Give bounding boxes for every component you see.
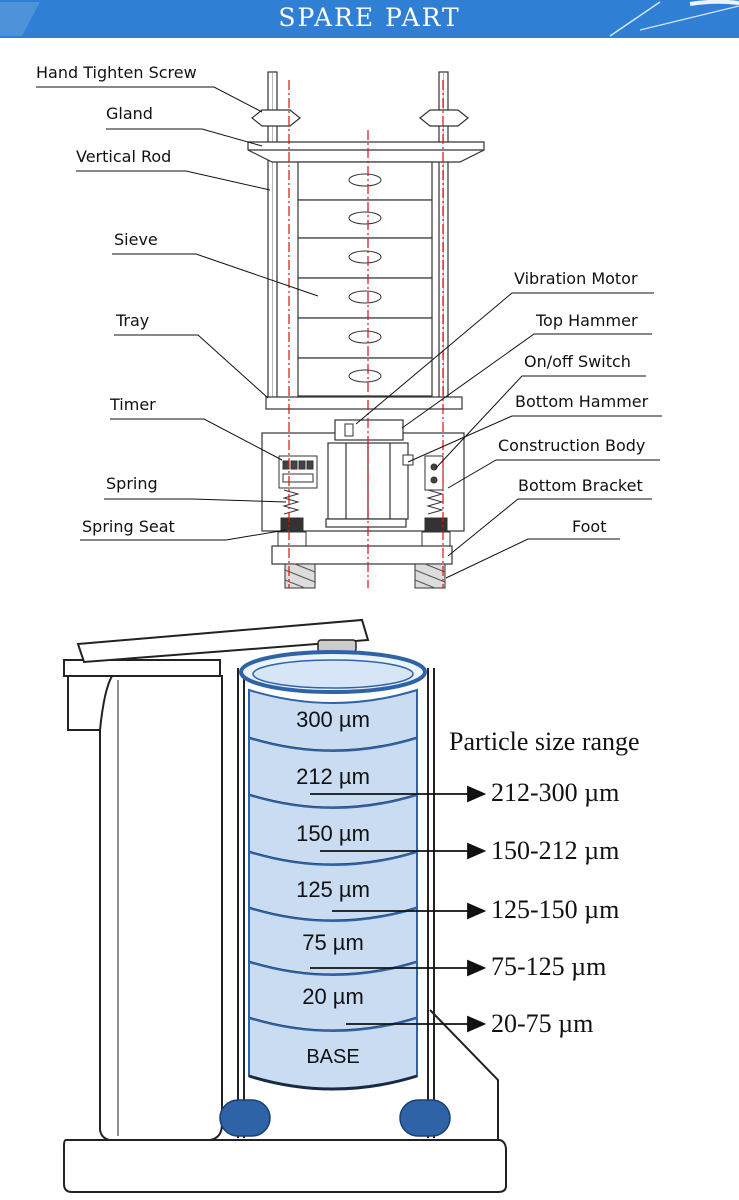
sieve-label: 212 µm	[296, 764, 370, 789]
banner-title: SPARE PART	[278, 3, 461, 32]
sieve-label: 300 µm	[296, 707, 370, 732]
range-label: 75-125 µm	[491, 952, 607, 981]
label-timer: Timer	[110, 395, 156, 414]
range-label: 125-150 µm	[491, 895, 620, 924]
label-construction-body: Construction Body	[498, 436, 646, 455]
sieve-layers	[248, 688, 418, 1091]
spring-seats	[277, 517, 451, 547]
label-bottom-hammer: Bottom Hammer	[515, 392, 649, 411]
label-tray: Tray	[116, 311, 150, 330]
top-arm	[76, 618, 370, 664]
bottom-bracket	[271, 545, 453, 565]
range-label: 212-300 µm	[491, 778, 620, 807]
range-label: 20-75 µm	[491, 1009, 594, 1038]
top-rim-inner	[252, 659, 414, 689]
tray-plate	[265, 396, 463, 410]
feet	[284, 563, 446, 589]
label-sieve: Sieve	[114, 230, 158, 249]
label-top-hammer: Top Hammer	[536, 311, 638, 330]
sieve-label: 150 µm	[296, 821, 370, 846]
label-hand-tighten-screw: Hand Tighten Screw	[36, 63, 197, 82]
springs	[282, 489, 444, 515]
label-spring: Spring	[106, 474, 158, 493]
label-on-off-switch: On/off Switch	[524, 352, 631, 371]
range-title: Particle size range	[449, 727, 640, 756]
sieve-label: 20 µm	[302, 984, 364, 1009]
sieve-badges	[348, 173, 382, 383]
range-arrows	[310, 785, 487, 1033]
sieve-label: 75 µm	[302, 930, 364, 955]
machine-schematic	[36, 71, 662, 589]
sieve-label-base: BASE	[306, 1046, 360, 1068]
label-vertical-rod: Vertical Rod	[76, 147, 172, 166]
label-vibration-motor: Vibration Motor	[514, 269, 638, 288]
label-spring-seat: Spring Seat	[82, 517, 175, 536]
center-lines	[288, 80, 444, 588]
sieve-label: 125 µm	[296, 877, 370, 902]
banner-decoration	[0, 0, 739, 37]
shaker-column	[63, 659, 223, 1142]
range-label: 150-212 µm	[491, 836, 620, 865]
timer-device	[278, 455, 318, 489]
gland-plate	[247, 141, 485, 163]
stack-rods	[237, 668, 435, 1138]
label-gland: Gland	[106, 104, 153, 123]
rod-feet	[219, 1099, 451, 1137]
base-plate	[63, 1139, 507, 1193]
hand-tighten-screws	[251, 109, 469, 127]
label-bottom-bracket: Bottom Bracket	[518, 476, 643, 495]
label-foot: Foot	[572, 517, 607, 536]
header-banner: SPARE PART	[0, 0, 739, 38]
sieve-rim	[248, 1074, 418, 1091]
leader-lines	[36, 86, 662, 579]
